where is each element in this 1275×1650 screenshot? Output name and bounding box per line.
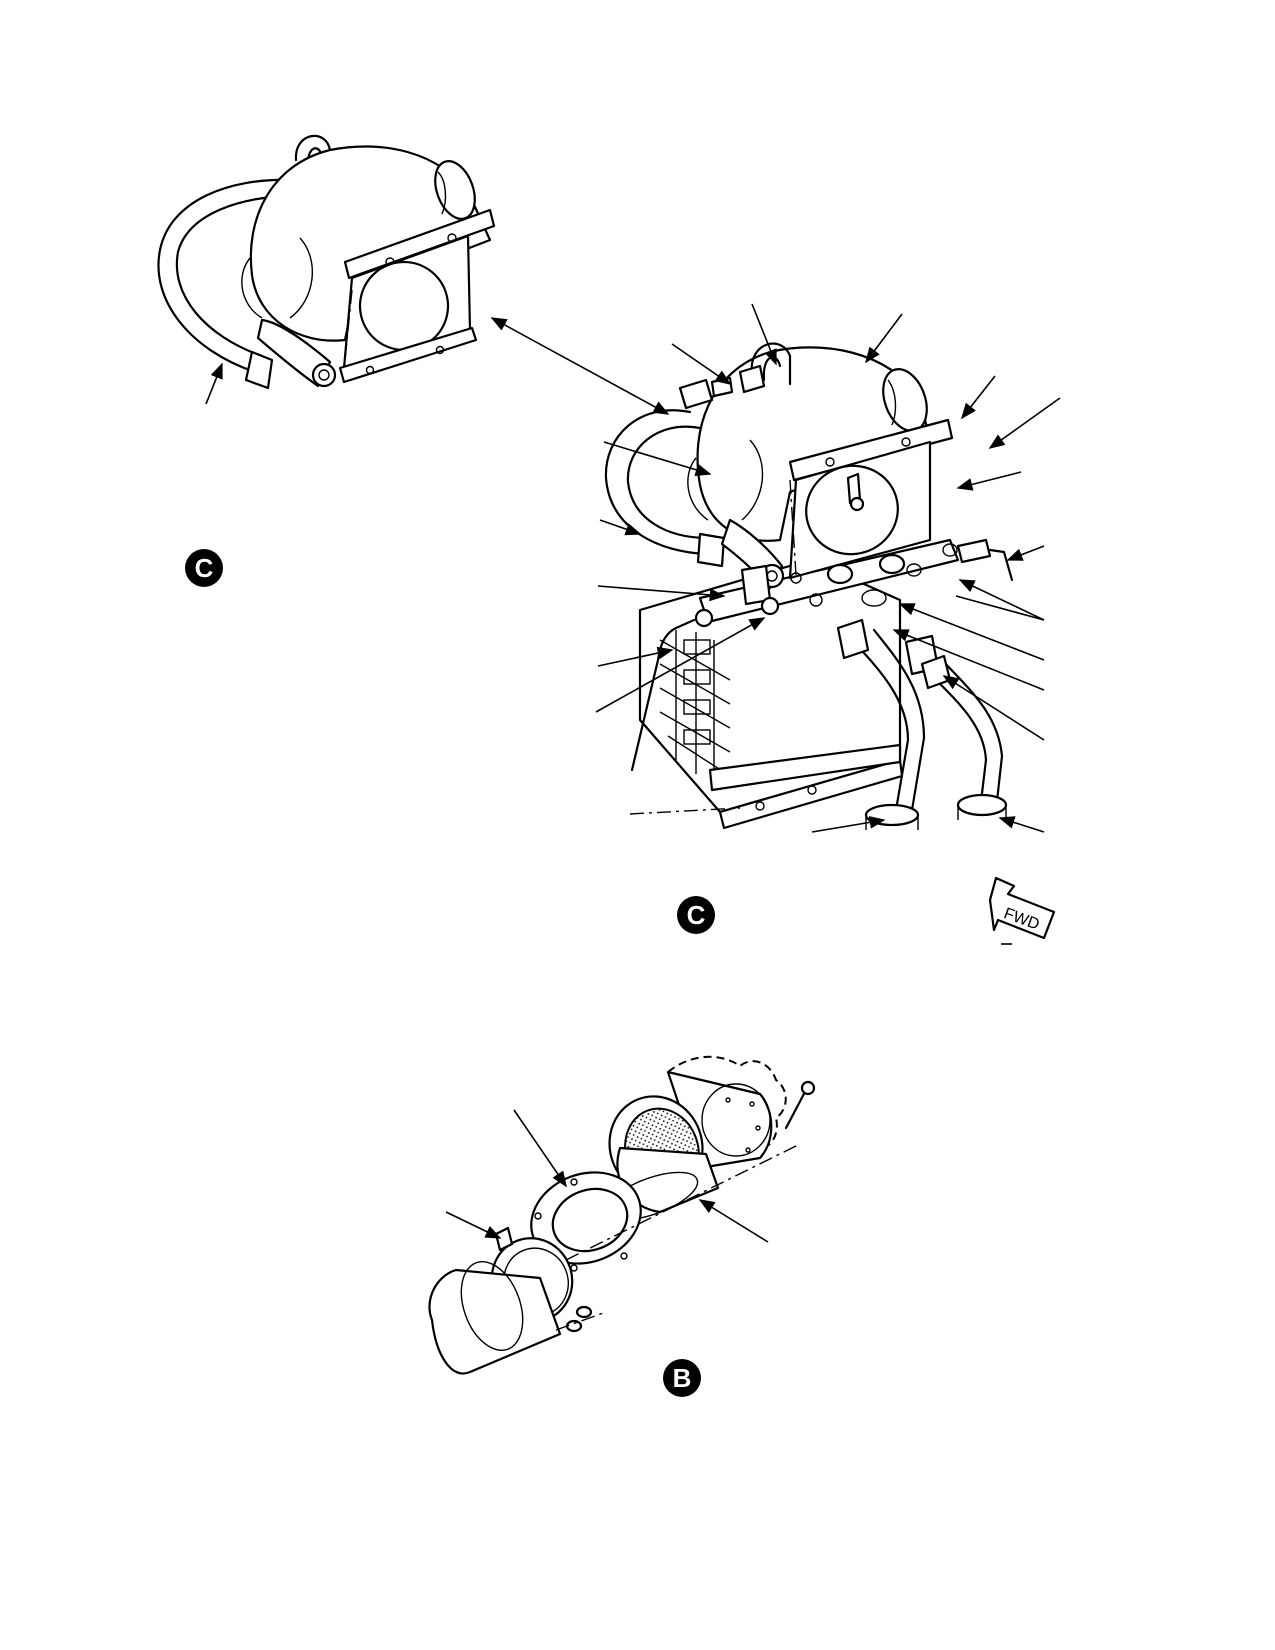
svg-text:B: B xyxy=(673,1363,692,1393)
callout-leaders-right xyxy=(595,303,1061,945)
view-badge-b: B xyxy=(663,1359,701,1397)
view-badge-c-lower: C xyxy=(677,896,715,934)
svg-text:C: C xyxy=(195,553,214,583)
duct-clamp-assembly xyxy=(428,1055,816,1375)
view-badge-c-upper: C xyxy=(185,549,223,587)
fwd-direction-arrow: FWD xyxy=(988,876,1056,940)
heater-assembly-expanded xyxy=(604,342,1014,830)
svg-text:C: C xyxy=(687,900,706,930)
connection-arrow xyxy=(490,317,670,415)
core-fins xyxy=(659,630,731,790)
heater-assembly-upper xyxy=(157,134,496,405)
